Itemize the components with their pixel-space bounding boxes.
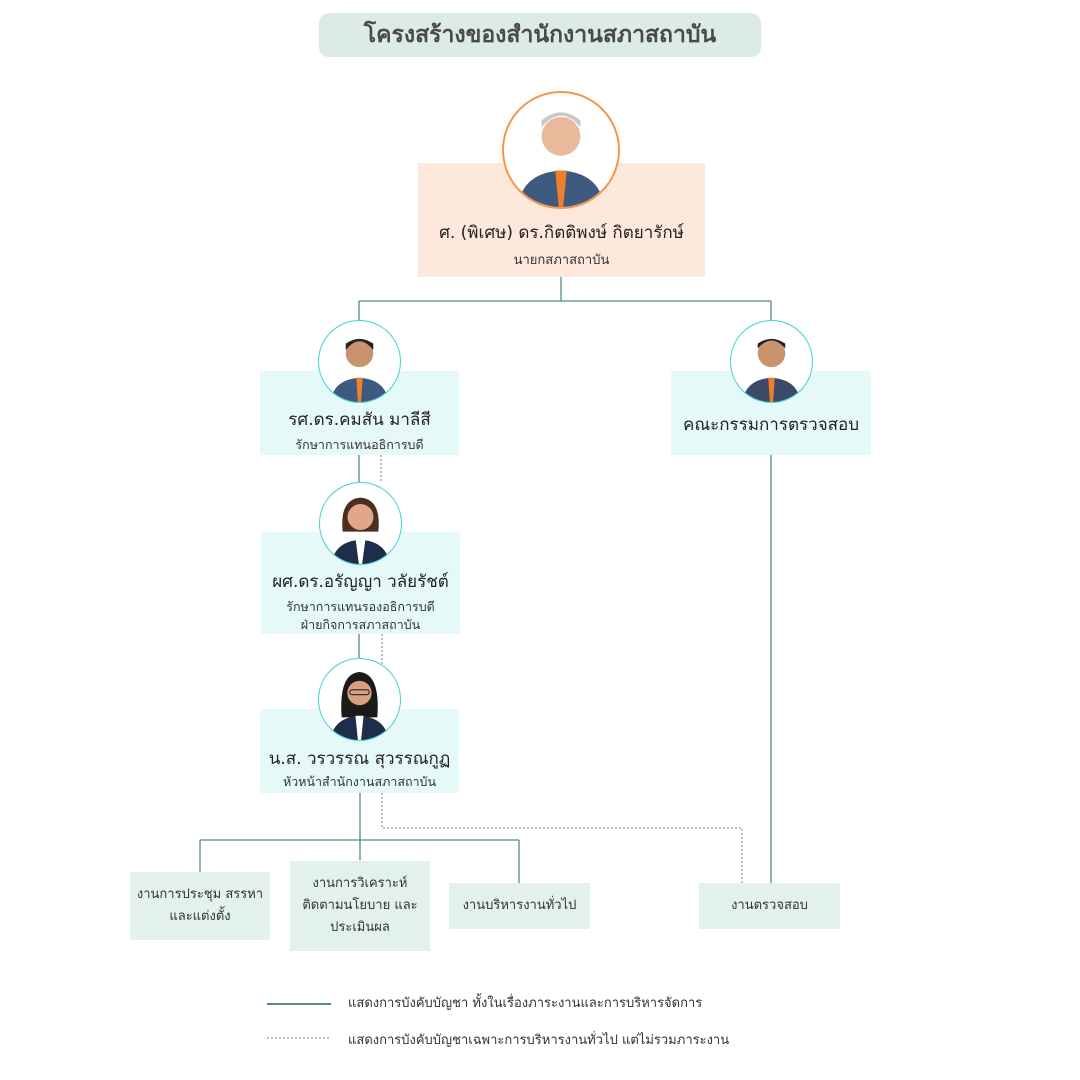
- acting-president-role: รักษาการแทนอธิการบดี: [295, 437, 424, 452]
- acting-president-photo: [318, 320, 401, 403]
- dashed-line: [380, 455, 383, 665]
- unit-admin-box: งานบริหารงานทั่วไป: [449, 883, 590, 929]
- unit-label: งานการประชุม สรรหา: [136, 887, 264, 902]
- legend-dashed-text: แสดงการบังคับบัญชาเฉพาะการบริหารงานทั่วไ…: [348, 1033, 730, 1048]
- audit-committee-name: คณะกรรมการตรวจสอบ: [682, 414, 860, 435]
- legend-solid-text: แสดงการบังคับบัญชา ทั้งในเรื่องภาระงานแล…: [348, 996, 703, 1011]
- office-head-name: น.ส. วรวรรณ สุวรรณกูฏ: [268, 749, 451, 769]
- unit-label: งานบริหารงานทั่วไป: [462, 898, 577, 913]
- acting-vp-photo: [319, 482, 402, 565]
- solid-line: [358, 277, 772, 322]
- unit-label: ติดตามนโยบาย และ: [302, 898, 418, 913]
- unit-label: ประเมินผล: [330, 920, 390, 935]
- president-photo: [502, 91, 620, 209]
- president-role: นายกสภาสถาบัน: [513, 253, 610, 268]
- acting-vp-role-line1: รักษาการแทนรองอธิการบดี: [286, 599, 435, 614]
- solid-line: [358, 455, 361, 860]
- acting-vp-name: ผศ.ดร.อรัญญา วลัยรัชต์: [272, 572, 449, 592]
- unit-analysis-box: งานการวิเคราะห์ ติดตามนโยบาย และ ประเมิน…: [290, 861, 430, 951]
- unit-label: และแต่งตั้ง: [169, 909, 231, 924]
- audit-committee-photo: [730, 320, 813, 403]
- acting-president-name: รศ.ดร.คมสัน มาลีสี: [288, 410, 431, 430]
- unit-meeting-box: งานการประชุม สรรหา และแต่งตั้ง: [130, 872, 270, 940]
- president-name: ศ. (พิเศษ) ดร.กิตติพงษ์ กิตยารักษ์: [439, 223, 684, 243]
- acting-vp-role-line2: ฝ่ายกิจการสภาสถาบัน: [300, 617, 421, 632]
- dashed-line: [381, 793, 743, 883]
- office-head-role: หัวหน้าสำนักงานสภาสถาบัน: [282, 774, 437, 789]
- office-head-photo: [318, 658, 401, 741]
- unit-audit-box: งานตรวจสอบ: [699, 883, 840, 929]
- page-title: โครงสร้างของสำนักงานสภาสถาบัน: [319, 13, 761, 57]
- unit-label: งานการวิเคราะห์: [312, 876, 408, 891]
- solid-line: [199, 839, 520, 883]
- unit-label: งานตรวจสอบ: [731, 898, 808, 913]
